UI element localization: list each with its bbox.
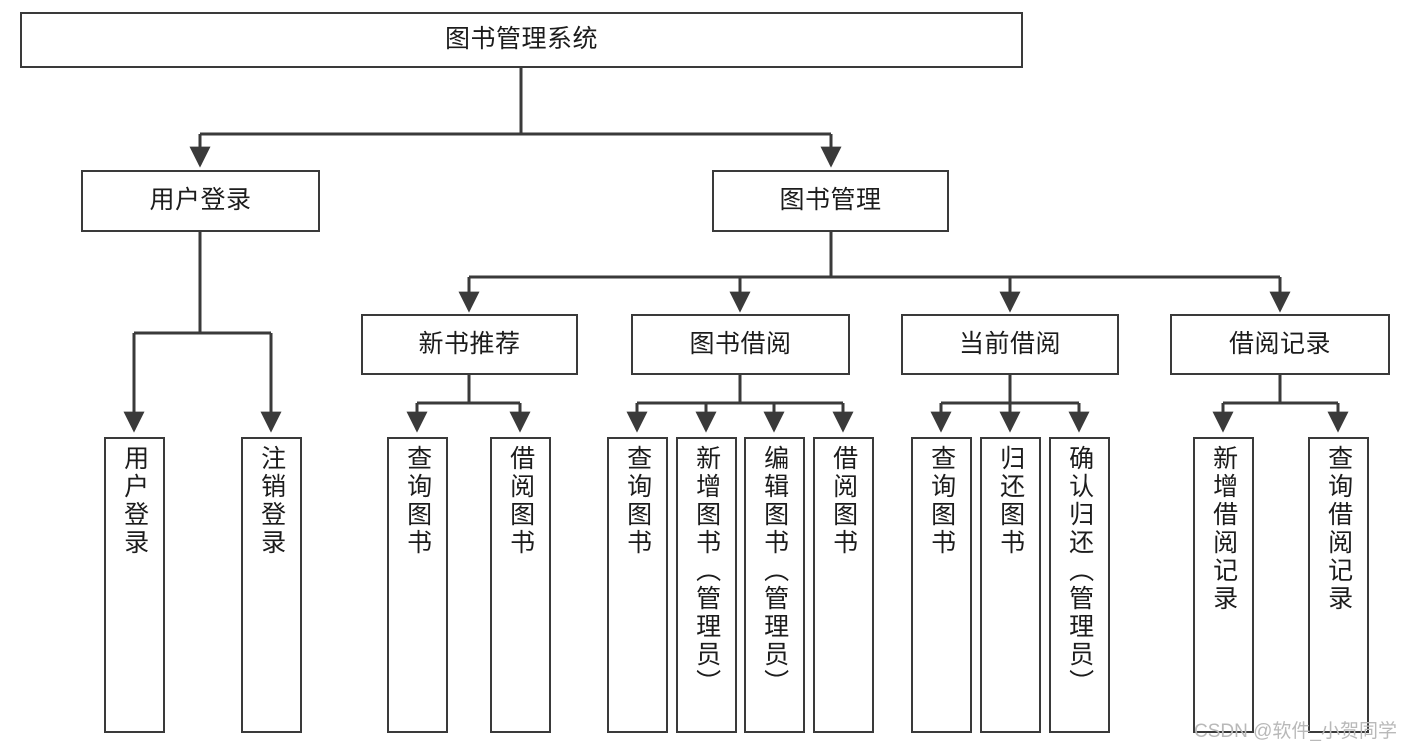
node-book-management[interactable]: 图书管理 xyxy=(712,170,949,232)
node-label: 查询借阅记录 xyxy=(1324,445,1353,613)
csdn-watermark: CSDN @软件_小贺同学 xyxy=(1194,721,1397,742)
leaf-logout[interactable]: 注销登录 xyxy=(241,437,302,733)
leaf-edit-book-admin[interactable]: 编辑图书（管理员） xyxy=(744,437,805,733)
node-book-borrow[interactable]: 图书借阅 xyxy=(631,314,850,375)
node-label: 用户登录 xyxy=(149,186,252,215)
node-label: 图书借阅 xyxy=(689,329,792,358)
node-new-book-recommend[interactable]: 新书推荐 xyxy=(361,314,578,375)
node-label: 图书管理系统 xyxy=(444,25,598,54)
leaf-query-borrow-record[interactable]: 查询借阅记录 xyxy=(1308,437,1369,733)
node-label: 借阅记录 xyxy=(1228,329,1331,358)
leaf-query-book-borrow[interactable]: 查询图书 xyxy=(607,437,668,733)
node-label: 当前借阅 xyxy=(958,329,1061,358)
node-label: 用户登录 xyxy=(120,445,149,557)
leaf-confirm-return-admin[interactable]: 确认归还（管理员） xyxy=(1049,437,1110,733)
leaf-return-book[interactable]: 归还图书 xyxy=(980,437,1041,733)
node-label: 查询图书 xyxy=(623,445,652,557)
leaf-query-book-current[interactable]: 查询图书 xyxy=(911,437,972,733)
node-label: 新增图书（管理员） xyxy=(692,445,721,697)
node-label: 查询图书 xyxy=(403,445,432,557)
node-book-management-system[interactable]: 图书管理系统 xyxy=(20,12,1023,68)
node-label: 注销登录 xyxy=(257,445,286,557)
node-label: 图书管理 xyxy=(779,186,882,215)
node-label: 新书推荐 xyxy=(418,329,521,358)
node-label: 借阅图书 xyxy=(506,445,535,557)
node-borrow-record[interactable]: 借阅记录 xyxy=(1170,314,1390,375)
node-label: 确认归还（管理员） xyxy=(1065,445,1094,697)
node-label: 新增借阅记录 xyxy=(1209,445,1238,613)
leaf-add-book-admin[interactable]: 新增图书（管理员） xyxy=(676,437,737,733)
leaf-query-book-recommend[interactable]: 查询图书 xyxy=(387,437,448,733)
leaf-add-borrow-record[interactable]: 新增借阅记录 xyxy=(1193,437,1254,733)
leaf-user-login[interactable]: 用户登录 xyxy=(104,437,165,733)
node-label: 借阅图书 xyxy=(829,445,858,557)
node-current-borrow[interactable]: 当前借阅 xyxy=(901,314,1119,375)
leaf-borrow-book[interactable]: 借阅图书 xyxy=(813,437,874,733)
node-user-login[interactable]: 用户登录 xyxy=(81,170,320,232)
node-label: 查询图书 xyxy=(927,445,956,557)
node-label: 归还图书 xyxy=(996,445,1025,557)
leaf-borrow-book-recommend[interactable]: 借阅图书 xyxy=(490,437,551,733)
node-label: 编辑图书（管理员） xyxy=(760,445,789,697)
